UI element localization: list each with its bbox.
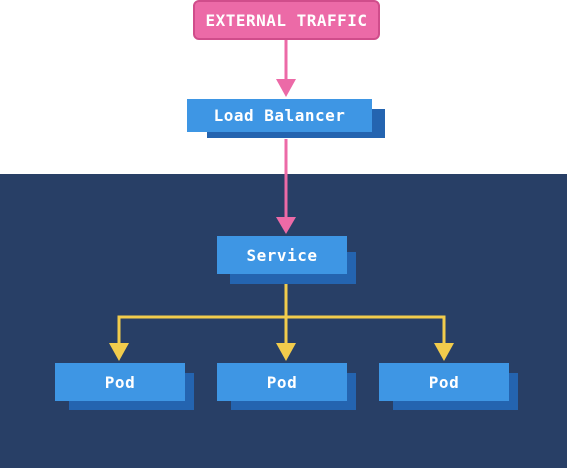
load-balancer-label: Load Balancer: [187, 99, 372, 132]
pod-label: Pod: [379, 363, 509, 401]
pod-label: Pod: [55, 363, 185, 401]
pod-label: Pod: [217, 363, 347, 401]
arrowhead-to-pod-2: [276, 343, 296, 361]
arrowhead-to-pod-3: [434, 343, 454, 361]
arrowhead-to-pod-1: [109, 343, 129, 361]
arrowhead-external-to-lb: [276, 79, 296, 97]
service-label: Service: [217, 236, 347, 274]
arrowhead-lb-to-service: [276, 217, 296, 234]
arrow-service-branch: [117, 315, 446, 345]
external-traffic-label: EXTERNAL TRAFFIC: [193, 0, 380, 40]
